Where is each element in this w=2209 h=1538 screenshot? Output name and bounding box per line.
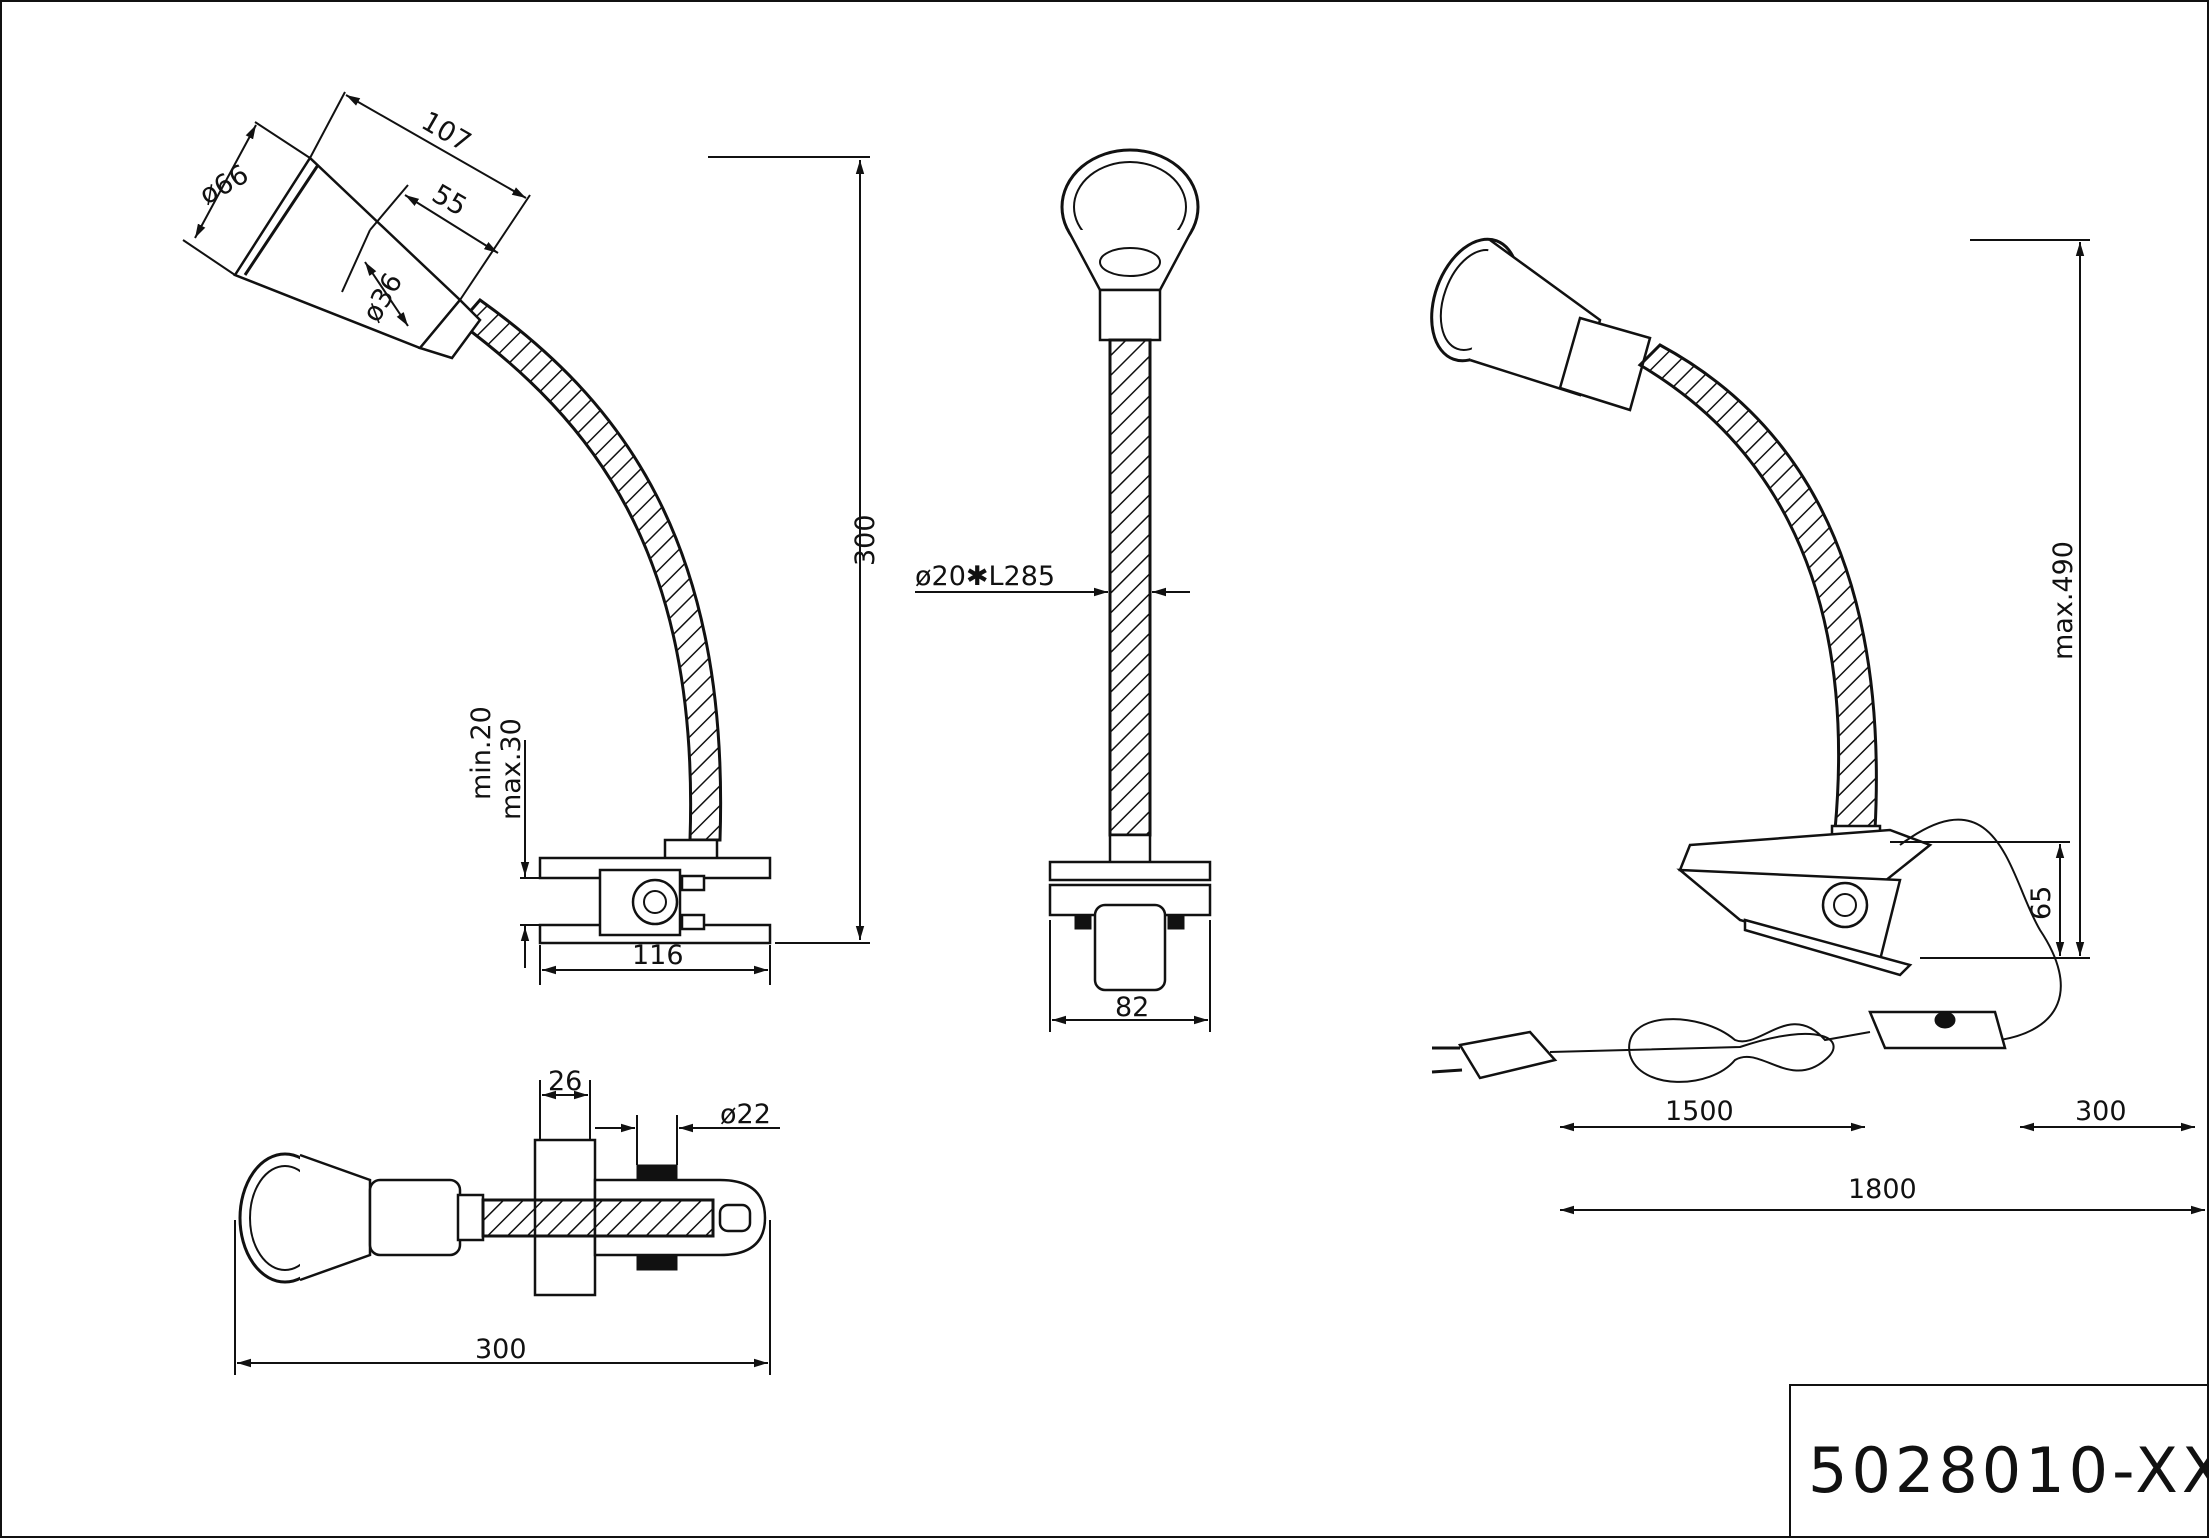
dim-clamp-max: max.30 <box>496 718 527 820</box>
persp-switch <box>1868 1010 2007 1050</box>
dim-cable-to-switch: 1500 <box>1665 1096 1734 1127</box>
dim-clamp-length: 116 <box>632 940 684 971</box>
dim-gooseneck: ø20✱L285 <box>915 561 1055 592</box>
dim-height: 300 <box>850 514 881 566</box>
dim-clamp-height: 65 <box>2026 886 2057 920</box>
dim-switch-to-lamp: 300 <box>2075 1096 2127 1127</box>
side-dimensions <box>182 91 870 985</box>
dim-base-width: 26 <box>548 1066 582 1097</box>
perspective-view: max.490 65 1500 300 1800 <box>1430 237 2205 1215</box>
front-socket <box>1098 288 1162 342</box>
dim-clamp-width: 82 <box>1115 992 1149 1023</box>
dim-total-cable: 1800 <box>1848 1174 1917 1205</box>
dim-socket-length: 55 <box>427 179 472 223</box>
top-view: 26 ø22 300 <box>234 1066 780 1375</box>
dim-clamp-min: min.20 <box>466 706 497 800</box>
side-gooseneck <box>457 297 723 842</box>
top-gooseneck <box>481 1198 715 1238</box>
dim-shade-length: 107 <box>416 106 476 159</box>
top-socket <box>368 1178 462 1257</box>
dim-total-length: 300 <box>475 1334 527 1365</box>
front-clamp-top <box>1048 860 1212 882</box>
persp-cable <box>1899 818 2062 1041</box>
product-code: 5028010-XX <box>1808 1434 2209 1507</box>
persp-plug <box>1457 1030 1558 1080</box>
persp-clamp-top <box>1678 828 1933 887</box>
dim-knob-diameter: ø22 <box>720 1099 771 1130</box>
front-view: ø20✱L285 82 <box>915 148 1212 1032</box>
dim-max-height: max.490 <box>2048 541 2079 660</box>
front-gooseneck <box>1108 338 1152 837</box>
side-view: 107 ø66 55 ø36 300 min.20 max.30 116 <box>182 91 881 985</box>
title-block: 5028010-XX <box>1789 1384 2209 1537</box>
side-clamp <box>538 838 772 945</box>
persp-gooseneck <box>1637 343 1878 832</box>
persp-socket <box>1558 316 1652 412</box>
dim-shade-diameter: ø66 <box>194 159 254 211</box>
front-clamp-knob <box>1093 903 1167 992</box>
